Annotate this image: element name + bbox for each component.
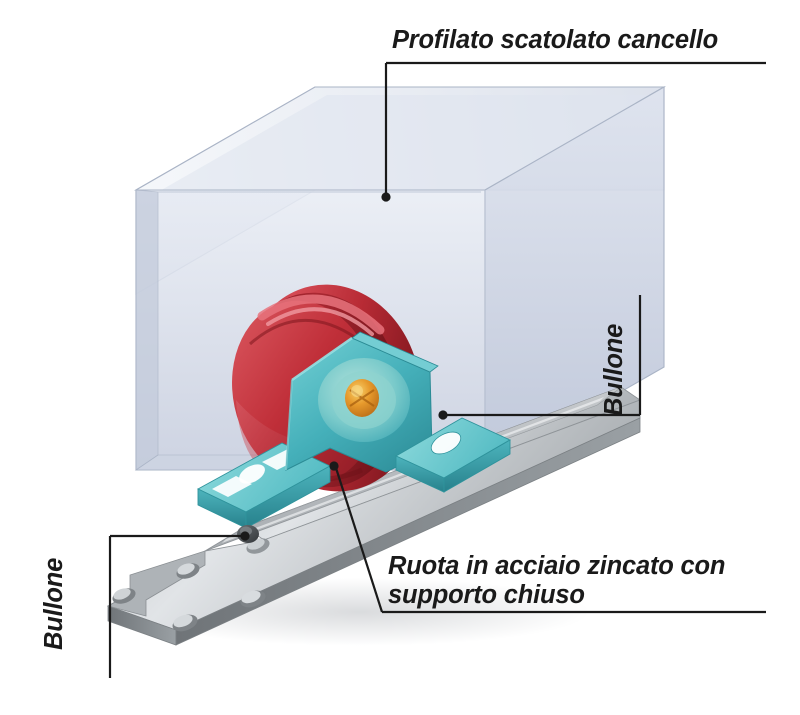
leader-lines <box>108 61 766 678</box>
label-ruota-line1: Ruota in acciaio zincato con <box>388 552 726 580</box>
label-ruota-line2: supporto chiuso <box>388 581 585 609</box>
label-bullone-left: Bullone <box>40 557 68 650</box>
label-bullone-right: Bullone <box>600 323 628 416</box>
center-bolt <box>345 379 379 417</box>
bracket-part <box>197 331 511 529</box>
label-profilato-scatolato-cancello: Profilato scatolato cancello <box>392 26 718 54</box>
